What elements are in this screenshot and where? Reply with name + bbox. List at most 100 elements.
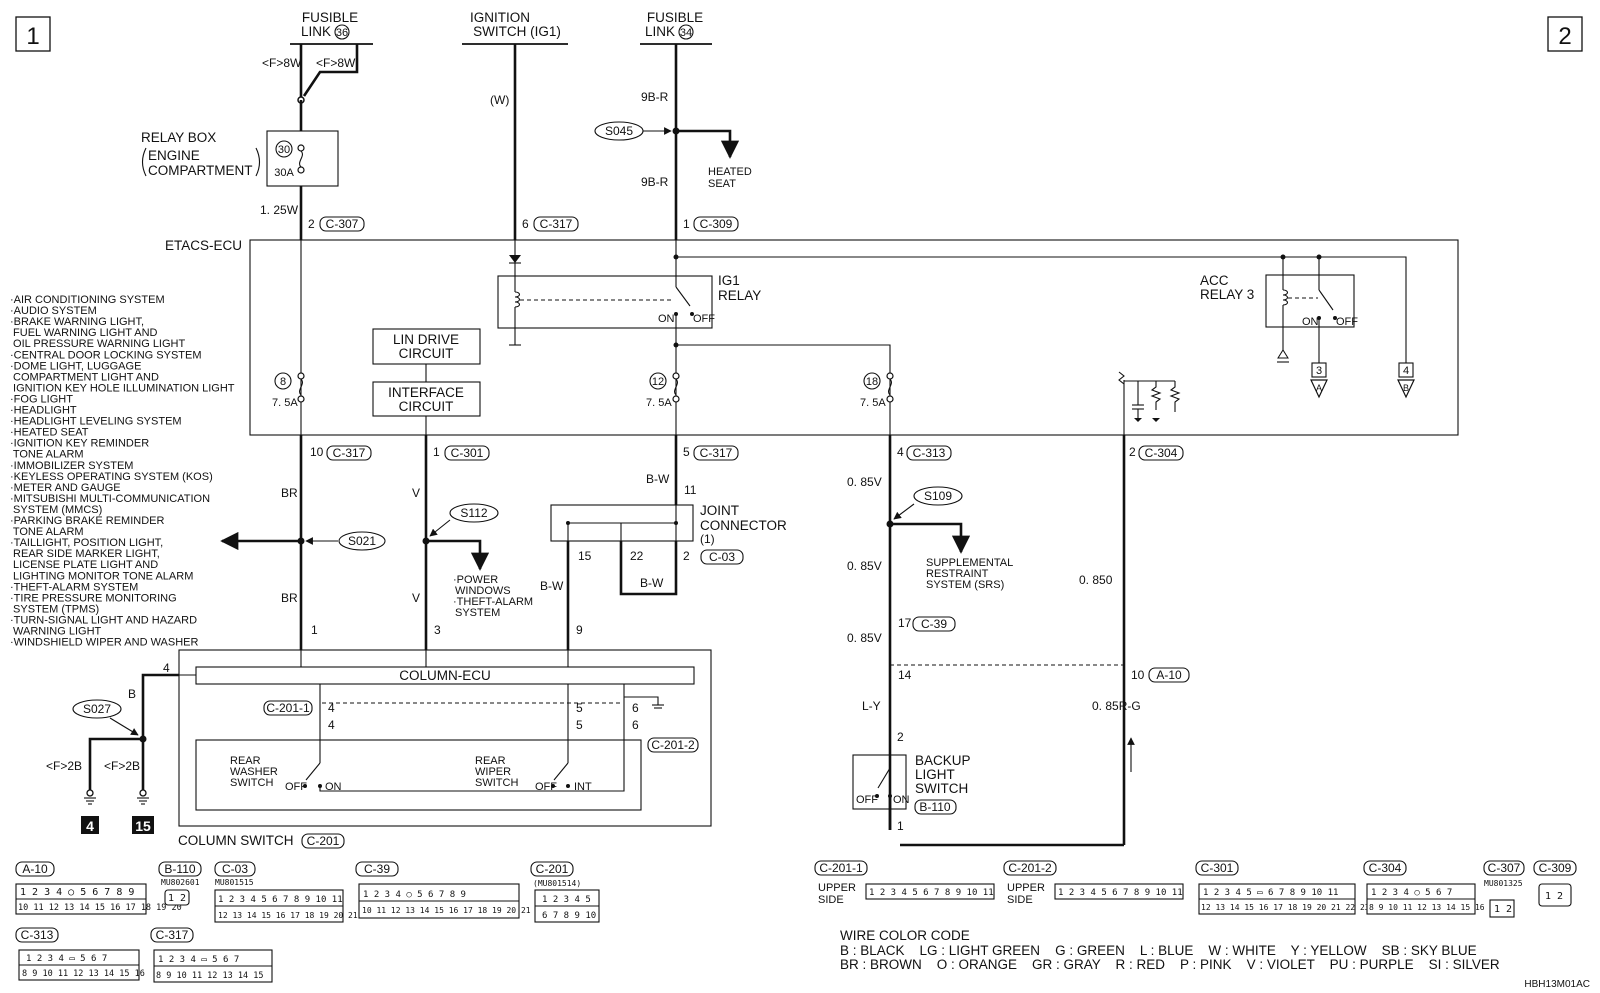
conn-b110-part: MU802601 xyxy=(161,878,200,887)
lin-drive-line1: LIN DRIVE xyxy=(393,332,459,347)
column-switch: COLUMN-ECU 4 C-201-1 4 4 5 5 6 6 C-201-2… xyxy=(163,649,712,849)
systems-list-item: ·HEATED SEAT xyxy=(10,427,89,439)
systems-list-item: ·THEFT-ALARM SYSTEM xyxy=(10,581,138,593)
systems-list-item: ·TIRE PRESSURE MONITORING xyxy=(10,592,177,604)
fuse18-num: 18 xyxy=(866,376,878,388)
washer-line2: WASHER xyxy=(230,766,278,778)
srs-line3: SYSTEM (SRS) xyxy=(926,579,1004,591)
systems-list-item: TONE ALARM xyxy=(10,526,84,538)
conn-c301-row1: 1 2 3 4 5 ▭ 6 7 8 9 10 11 xyxy=(1203,888,1338,898)
pin-c317-b: 5 xyxy=(683,445,690,459)
systems-list-item: LIGHTING MONITOR TONE ALARM xyxy=(10,570,193,582)
wire-label-v-2: V xyxy=(412,591,420,605)
to4-num: 4 xyxy=(1403,365,1409,377)
ig1-relay-off: OFF xyxy=(693,313,715,325)
conn-a10-row1: 1 2 3 4 ○ 5 6 7 8 9 xyxy=(20,887,134,898)
connector-c201: C-201 (MU801514) 1 2 3 4 5 6 7 8 9 10 xyxy=(530,861,600,923)
connector-c307: C-307 MU801325 1 2 xyxy=(1483,860,1525,918)
conn-c2011-side2: SIDE xyxy=(818,894,844,906)
conn-c317-a: C-317 xyxy=(333,446,366,460)
acc-relay-off: OFF xyxy=(1336,316,1358,328)
wire-br: BR BR 1 xyxy=(220,435,338,650)
wire-label-bw-1: B-W xyxy=(646,472,670,486)
pin-c309: 1 xyxy=(683,217,690,231)
page-marker-right: 2 xyxy=(1547,16,1583,52)
conn-a10: A-10 xyxy=(1156,668,1182,682)
conn-c39-row2: 10 11 12 13 14 15 16 17 18 19 20 21 22 xyxy=(362,906,545,915)
conn-c201-name: C-201 xyxy=(536,862,569,876)
srs-line1: SUPPLEMENTAL xyxy=(926,557,1013,569)
interface-line2: CIRCUIT xyxy=(399,399,454,414)
conn-c304-name: C-304 xyxy=(1369,861,1402,875)
wire-ignition: (W) xyxy=(490,44,517,240)
connector-c309: C-309 1 2 xyxy=(1533,860,1577,907)
backup-line2: LIGHT xyxy=(915,767,955,782)
splice-s112-label: S112 xyxy=(460,506,487,520)
wire-label-085v-2: 0. 85V xyxy=(847,559,882,573)
conn-c304-row2: 8 9 10 11 12 13 14 15 16 xyxy=(1369,903,1485,912)
conn-c39-name: C-39 xyxy=(364,862,390,876)
systems-list-item: ·TURN-SIGNAL LIGHT AND HAZARD xyxy=(10,614,197,626)
pins-etacs-bottom: 10 C-317 1 C-301 5 C-317 4 C-313 2 C-304 xyxy=(310,445,1184,461)
systems-list-item: OIL PRESSURE WARNING LIGHT xyxy=(10,338,185,350)
systems-list-item: ·AUDIO SYSTEM xyxy=(10,305,97,317)
conn-c2011-side1: UPPER xyxy=(818,882,856,894)
interface-line1: INTERFACE xyxy=(388,385,464,400)
relay-box-fuse-amp: 30A xyxy=(274,167,294,179)
wire-label-085v-1: 0. 85V xyxy=(847,475,882,489)
wire-label-f2b-right: <F>2B xyxy=(104,759,140,773)
wire-fl34: 9B-R 9B-R HEATED SEAT xyxy=(640,44,752,240)
fusible-link-36-num: 36 xyxy=(336,27,348,39)
splice-s027-label: S027 xyxy=(83,702,111,716)
lin-drive-line2: CIRCUIT xyxy=(399,346,454,361)
pin-c307: 2 xyxy=(308,217,315,231)
relay-box-line3: COMPARTMENT xyxy=(148,163,253,178)
conn-c307-row1: 1 2 xyxy=(1494,904,1512,915)
etacs-ecu-title: ETACS-ECU xyxy=(165,238,242,253)
splice-s109-label: S109 xyxy=(924,489,952,503)
conn-c307-name: C-307 xyxy=(1488,861,1521,875)
pin-4b: 4 xyxy=(328,718,335,732)
relay-box-title: RELAY BOX xyxy=(141,130,216,145)
pin-jc-11: 11 xyxy=(684,483,697,497)
wire-b-ground: B <F>2B <F>2B 4 15 xyxy=(46,673,179,834)
conn-c201-row1: 1 2 3 4 5 xyxy=(542,895,591,905)
to3-num: 3 xyxy=(1316,365,1322,377)
systems-list-item: ·HEADLIGHT xyxy=(10,405,77,417)
connector-c301: C-301 1 2 3 4 5 ▭ 6 7 8 9 10 11 12 13 14… xyxy=(1195,860,1384,915)
pin-4a: 4 xyxy=(328,701,335,715)
conn-c317-name: C-317 xyxy=(156,928,189,942)
systems-list-item: REAR SIDE MARKER LIGHT, xyxy=(10,548,160,560)
wiper-line1: REAR xyxy=(475,755,506,767)
pin-5b: 5 xyxy=(576,718,583,732)
wire-bw: B-W 11 15 22 2 C-03 B-W B-W JOINT CONNEC… xyxy=(540,435,787,650)
pin-c317-a: 10 xyxy=(310,445,324,459)
pin-c317-top: 6 xyxy=(522,217,529,231)
acc-relay-on: ON xyxy=(1302,316,1319,328)
fusible-link-34-line2: LINK xyxy=(645,24,675,39)
systems-list-item: WARNING LIGHT xyxy=(10,626,102,638)
systems-list-item: ·PARKING BRAKE REMINDER xyxy=(10,515,164,527)
systems-list-item: IGNITION KEY HOLE ILLUMINATION LIGHT xyxy=(10,382,235,394)
wire-color-code: WIRE COLOR CODE B : BLACK LG : LIGHT GRE… xyxy=(840,928,1500,972)
ignition-switch-line2: SWITCH (IG1) xyxy=(473,24,561,39)
conn-c304: C-304 xyxy=(1145,446,1178,460)
fusible-link-34-num: 34 xyxy=(680,27,692,39)
washer-on: ON xyxy=(325,781,342,793)
pins-top: 2 C-307 6 C-317 1 C-309 xyxy=(308,216,739,232)
pin-9-bw: 9 xyxy=(576,623,583,637)
conn-c03-name: C-03 xyxy=(222,862,248,876)
ig1-relay-line1: IG1 xyxy=(718,273,740,288)
backup-line1: BACKUP xyxy=(915,753,971,768)
wire-label-bw-2: B-W xyxy=(540,579,564,593)
systems-list-item: ·FOG LIGHT xyxy=(10,393,73,405)
wire-label-bw-3: B-W xyxy=(640,576,664,590)
pin-c313: 4 xyxy=(897,445,904,459)
wire-label-rg085: 0. 85R-G xyxy=(1092,699,1141,713)
splice-s045-label: S045 xyxy=(605,124,633,138)
splice-s045: S045 xyxy=(594,121,644,141)
conn-c304-row1: 1 2 3 4 ○ 5 6 7 xyxy=(1371,888,1452,898)
wire-label-b: B xyxy=(128,687,136,701)
connector-a10: A-10 1 2 3 4 ○ 5 6 7 8 9 10 11 12 13 14 … xyxy=(15,861,182,915)
relay-box-line2: ENGINE xyxy=(148,148,200,163)
